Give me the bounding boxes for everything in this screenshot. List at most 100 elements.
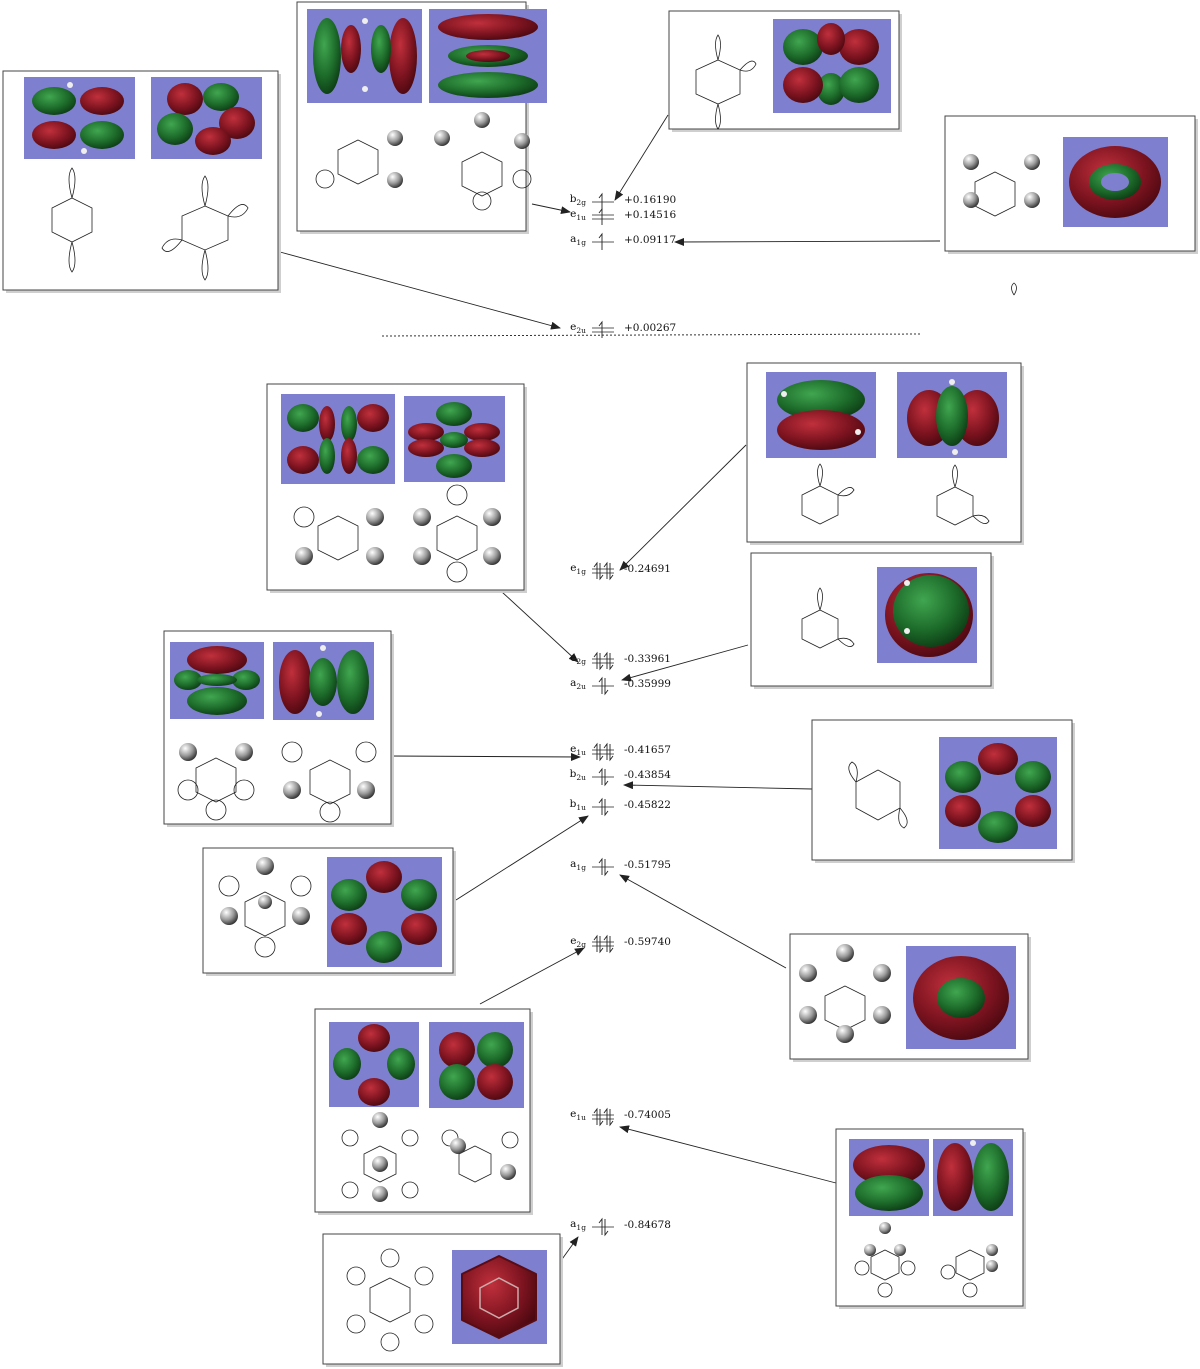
electron-spin-up-e1u-o [593, 742, 598, 760]
electron-spin-down-b1u-o [604, 799, 609, 817]
level-symmetry-b2u-o: b2u [546, 768, 586, 782]
level-energy-e2g-o2: -0.59740 [624, 936, 671, 948]
orbital-lobes [68, 34, 1040, 1352]
electron-spin-up-a1g-o2 [598, 1217, 603, 1235]
electron-spin-up-b2u-o [598, 767, 603, 785]
level-energy-e2g-o: -0.33961 [624, 653, 671, 665]
energy-level-lines [592, 192, 614, 1237]
level-energy-e1g-o: -0.24691 [624, 563, 671, 575]
level-symmetry-a1g-o2: a1g [546, 1218, 586, 1232]
level-symmetry-subscript: 1g [576, 1223, 586, 1232]
level-symmetry-e1u-o2: e1u [546, 1108, 586, 1122]
electron-spin-down-b2u-o [604, 769, 609, 787]
level-energy-e1u-u: +0.14516 [624, 209, 677, 221]
orbital-isosurface [404, 396, 505, 482]
electron-spin-up-e1g-o [593, 561, 598, 579]
electron-spin-up-b2g-u [598, 192, 603, 210]
electron-spin-down-e1u-o [609, 744, 614, 762]
level-symmetry-letter: e [570, 562, 577, 574]
level-symmetry-a1g-o: a1g [546, 858, 586, 872]
level-energy-b1u-o: -0.45822 [624, 799, 671, 811]
level-symmetry-letter: a [570, 858, 577, 870]
level-symmetry-letter: e [570, 208, 577, 220]
orbital-isosurface [170, 642, 264, 719]
orbital-isosurface [307, 9, 422, 103]
level-symmetry-subscript: 1u [576, 748, 586, 757]
level-symmetry-letter: e [570, 1108, 577, 1120]
level-symmetry-letter: b [569, 798, 577, 810]
orbital-isosurface [877, 567, 977, 663]
level-symmetry-e1u-u: e1u [546, 208, 586, 222]
level-symmetry-letter: b [569, 193, 577, 205]
orbital-isosurface [429, 9, 547, 103]
electron-spin-up-e1u-u [598, 207, 603, 225]
level-symmetry-e1u-o: e1u [546, 743, 586, 757]
orbital-isosurface [327, 857, 442, 967]
level-symmetry-subscript: 1g [576, 238, 586, 247]
level-symmetry-letter: a [570, 233, 577, 245]
electron-spin-up-e1u-o [603, 742, 608, 760]
level-symmetry-letter: e [570, 935, 577, 947]
electron-spin-down-e1g-o [599, 563, 604, 581]
orbital-isosurfaces [24, 9, 1168, 1344]
level-symmetry-subscript: 1u [576, 1113, 586, 1122]
electron-spin-up-a1g-o [598, 857, 603, 875]
orbital-isosurface [939, 737, 1057, 849]
orbital-isosurface [773, 19, 891, 113]
level-energy-b2u-o: -0.43854 [624, 769, 671, 781]
level-energy-e1u-o2: -0.74005 [624, 1109, 671, 1121]
level-symmetry-subscript: 1u [576, 213, 586, 222]
level-energy-e2u-u: +0.00267 [624, 322, 677, 334]
electron-spin-up-e2g-o [603, 651, 608, 669]
orbital-isosurface [1063, 137, 1168, 227]
electron-spin-up-b1u-o [598, 797, 603, 815]
electron-spin-up-a2u-o [598, 676, 603, 694]
orbital-isosurface [897, 372, 1007, 458]
level-energy-a1g-o: -0.51795 [624, 859, 671, 871]
orbital-isosurface [933, 1139, 1013, 1216]
electron-spin-down-a1g-o [604, 859, 609, 877]
orbital-isosurface [906, 946, 1016, 1049]
level-energy-a1g-u: +0.09117 [624, 234, 677, 246]
level-symmetry-subscript: 2u [576, 682, 586, 691]
electron-spin-down-e2g-o2 [609, 936, 614, 954]
level-symmetry-subscript: 2g [576, 940, 586, 949]
orbital-isosurface [849, 1139, 929, 1216]
level-symmetry-subscript: 1g [576, 567, 586, 576]
electron-spin-down-e2g-o [599, 653, 604, 671]
electron-spin-down-e2g-o2 [599, 936, 604, 954]
electron-spin-up-e1u-o2 [603, 1107, 608, 1125]
orbital-isosurface [452, 1250, 547, 1344]
electron-spin-down-e1u-o2 [609, 1109, 614, 1127]
orbital-isosurface [273, 642, 374, 720]
level-symmetry-letter: e [570, 743, 577, 755]
level-symmetry-e2u-u: e2u [546, 321, 586, 335]
electron-spin-up-e2u-u [598, 320, 603, 338]
electron-spin-down-e1u-o2 [599, 1109, 604, 1127]
orbital-isosurface [281, 394, 395, 484]
electron-spin-up-e2g-o [593, 651, 598, 669]
level-symmetry-e2g-o2: e2g [546, 935, 586, 949]
level-energy-b2g-u: +0.16190 [624, 194, 677, 206]
electron-spin-down-a1g-o2 [604, 1219, 609, 1237]
level-symmetry-letter: a [570, 677, 577, 689]
level-energy-a1g-o2: -0.84678 [624, 1219, 671, 1231]
level-symmetry-b2g-u: b2g [546, 193, 586, 207]
orbital-isosurface [151, 77, 262, 159]
small-lobe-glyph [1011, 282, 1017, 296]
level-symmetry-letter: a [570, 1218, 577, 1230]
electron-spin-up-e2g-o2 [593, 934, 598, 952]
electron-spin-up-e1g-o [603, 561, 608, 579]
electron-spin-down-e1g-o [609, 563, 614, 581]
orbital-isosurface [329, 1022, 419, 1107]
level-symmetry-b1u-o: b1u [546, 798, 586, 812]
electron-spin-down-a2u-o [604, 678, 609, 696]
orbital-isosurface [766, 372, 876, 458]
level-symmetry-letter: b [569, 768, 577, 780]
level-symmetry-letter: e [570, 652, 577, 664]
connector-arrows [279, 114, 941, 1263]
electron-spin-down-e2g-o [609, 653, 614, 671]
homo-lumo-separator [381, 333, 923, 337]
level-symmetry-e1g-o: e1g [546, 562, 586, 576]
